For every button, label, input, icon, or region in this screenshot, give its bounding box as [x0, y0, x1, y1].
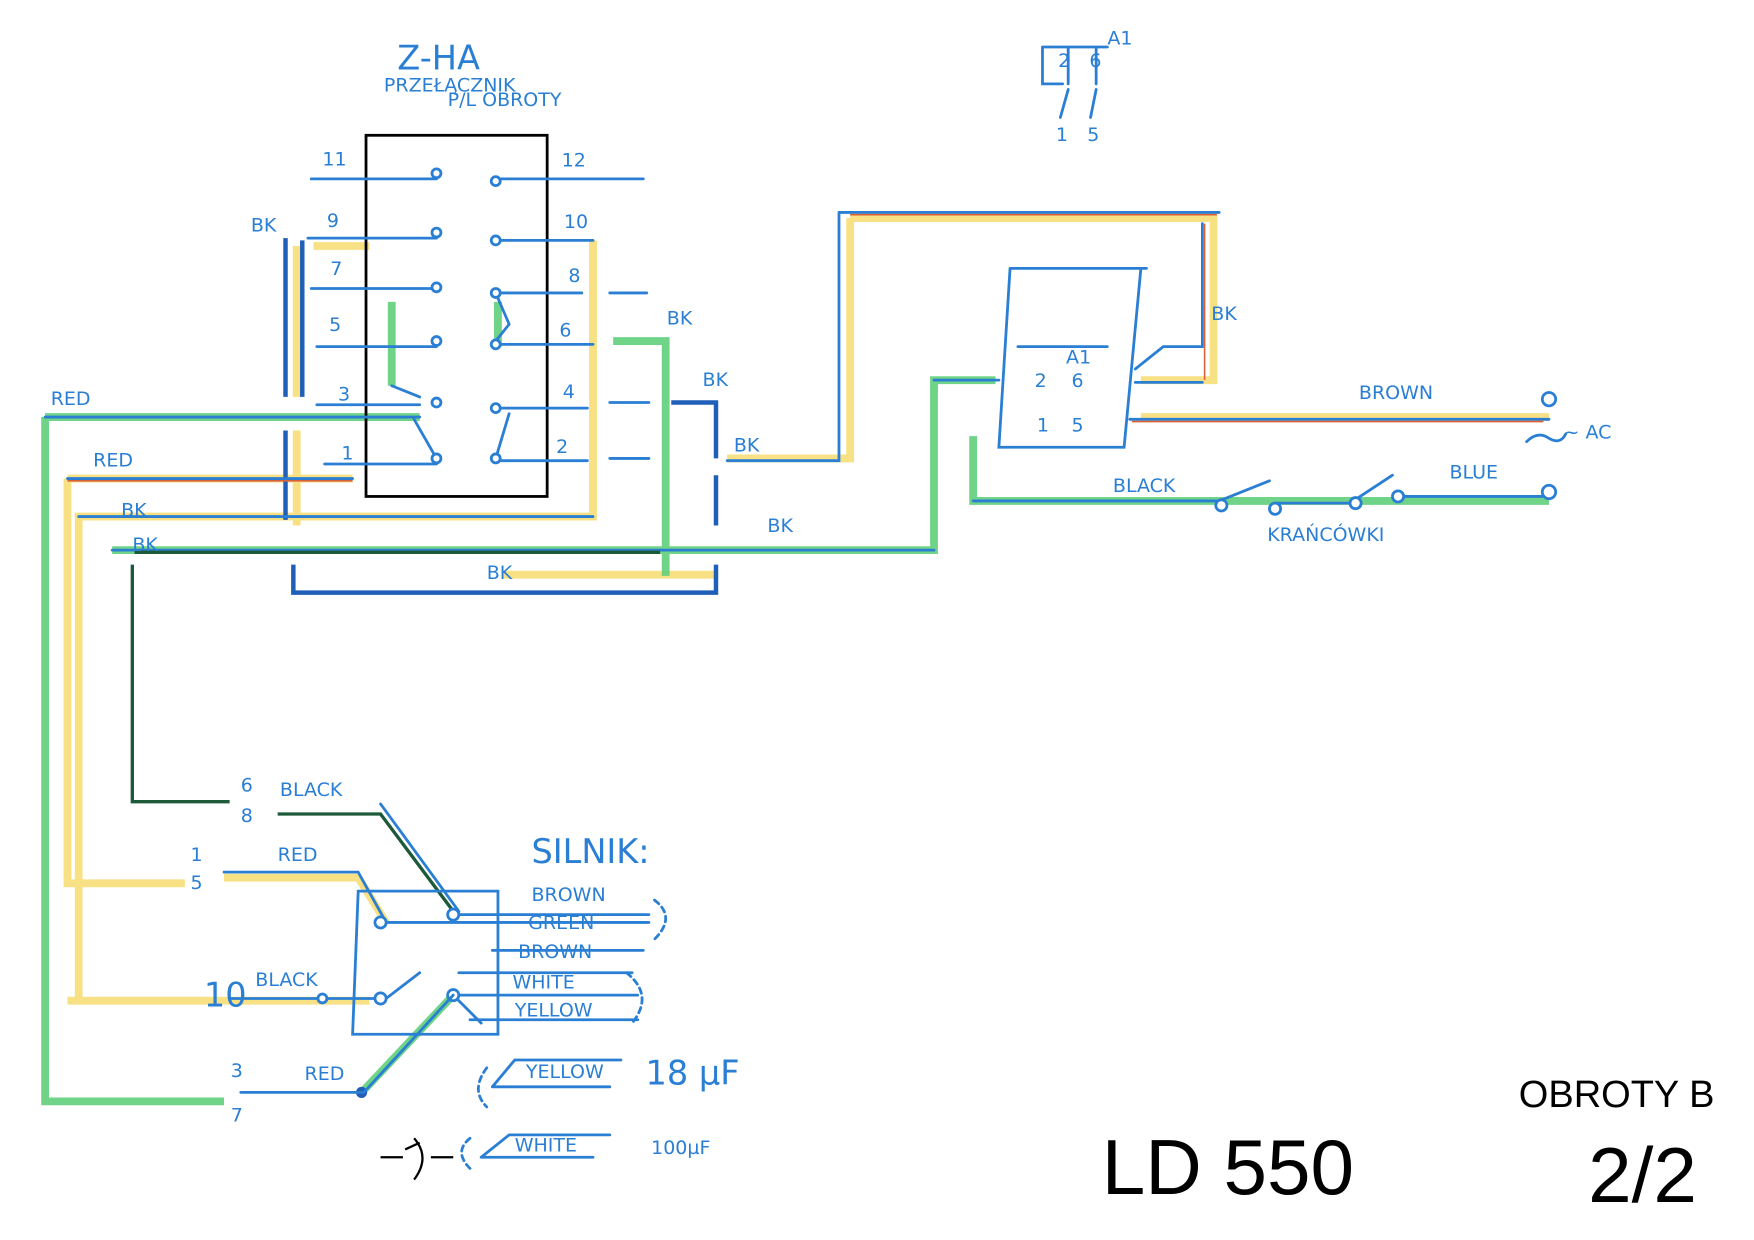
svg-text:WHITE: WHITE: [512, 971, 574, 993]
svg-text:10: 10: [564, 211, 588, 233]
switch-symbol-icon: [380, 1137, 454, 1181]
svg-text:RED: RED: [93, 449, 133, 471]
svg-text:BK: BK: [251, 214, 277, 236]
svg-text:BK: BK: [734, 435, 760, 457]
svg-text:BLACK: BLACK: [1113, 475, 1176, 497]
motor-section: SILNIK: 6 8 BLACK 1 5 RED 10 BLACK 3 7 R…: [190, 775, 740, 1181]
svg-text:RED: RED: [305, 1063, 345, 1085]
switch-terminal-labels: 11 9 7 5 3 1 12 10 8 6 4 2: [322, 148, 588, 464]
page-number: 2/2: [1588, 1131, 1697, 1219]
svg-text:3: 3: [338, 383, 350, 405]
svg-text:YELLOW: YELLOW: [514, 999, 593, 1021]
svg-text:5: 5: [190, 872, 202, 894]
svg-text:5: 5: [329, 314, 341, 336]
svg-text:18 µF: 18 µF: [646, 1054, 740, 1093]
svg-text:BK: BK: [132, 534, 158, 556]
svg-text:6: 6: [241, 775, 253, 797]
wire-labels: BK RED RED BK BK BK BK BK BK BK BK BROWN…: [51, 214, 1612, 584]
svg-text:9: 9: [327, 210, 339, 232]
svg-text:4: 4: [563, 381, 575, 403]
svg-text:6: 6: [559, 320, 571, 342]
svg-text:~ AC: ~ AC: [1564, 421, 1612, 443]
svg-text:BK: BK: [121, 500, 147, 522]
relay-box: A1 2 6 1 5: [997, 266, 1148, 449]
svg-text:100µF: 100µF: [651, 1137, 710, 1159]
subtitle: OBROTY B: [1519, 1074, 1715, 1116]
svg-text:7: 7: [231, 1104, 243, 1126]
svg-text:BLUE: BLUE: [1449, 462, 1498, 484]
svg-text:6: 6: [1089, 50, 1101, 72]
svg-text:BK: BK: [767, 515, 793, 537]
svg-text:8: 8: [568, 265, 580, 287]
svg-text:GREEN: GREEN: [528, 912, 594, 934]
svg-text:3: 3: [231, 1060, 243, 1082]
svg-text:1: 1: [341, 443, 353, 465]
switch-subtitle: PRZEŁĄCZNIK: [384, 75, 516, 97]
svg-text:RED: RED: [51, 388, 91, 410]
svg-text:2: 2: [556, 436, 568, 458]
svg-text:10: 10: [204, 975, 247, 1014]
switch-title: Z-HA: [397, 38, 480, 77]
svg-text:1: 1: [1037, 415, 1049, 437]
svg-text:BROWN: BROWN: [518, 941, 592, 963]
model-label: LD 550: [1102, 1123, 1354, 1211]
svg-text:BLACK: BLACK: [280, 779, 343, 801]
svg-text:YELLOW: YELLOW: [525, 1061, 604, 1083]
svg-text:A1: A1: [1107, 28, 1132, 50]
svg-text:BLACK: BLACK: [255, 969, 318, 991]
svg-text:2: 2: [1058, 50, 1070, 72]
svg-text:1: 1: [190, 844, 202, 866]
svg-text:5: 5: [1087, 124, 1099, 146]
svg-text:2: 2: [1035, 370, 1047, 392]
svg-text:7: 7: [330, 258, 342, 280]
svg-text:1: 1: [1056, 124, 1068, 146]
svg-text:A1: A1: [1066, 346, 1091, 368]
svg-text:BK: BK: [487, 562, 513, 584]
svg-text:WHITE: WHITE: [515, 1135, 577, 1157]
svg-text:RED: RED: [278, 844, 318, 866]
motor-title: SILNIK:: [531, 832, 649, 871]
svg-text:BROWN: BROWN: [531, 884, 605, 906]
relay-sketch: A1 2 6 1 5: [1041, 28, 1132, 146]
svg-text:KRAŃCÓWKI: KRAŃCÓWKI: [1267, 522, 1384, 546]
svg-text:8: 8: [241, 805, 253, 827]
switch-wiring: [283, 167, 719, 595]
ink-wires: [43, 211, 1568, 913]
svg-text:12: 12: [562, 150, 586, 172]
svg-text:11: 11: [322, 148, 346, 170]
svg-text:BK: BK: [1211, 303, 1237, 325]
switch-subtitle-2: P/L OBROTY: [448, 89, 562, 111]
svg-text:6: 6: [1072, 370, 1084, 392]
svg-text:BK: BK: [703, 369, 729, 391]
svg-text:BROWN: BROWN: [1359, 382, 1433, 404]
svg-text:BK: BK: [667, 307, 693, 329]
switch-box: [364, 133, 549, 498]
svg-text:5: 5: [1072, 415, 1084, 437]
